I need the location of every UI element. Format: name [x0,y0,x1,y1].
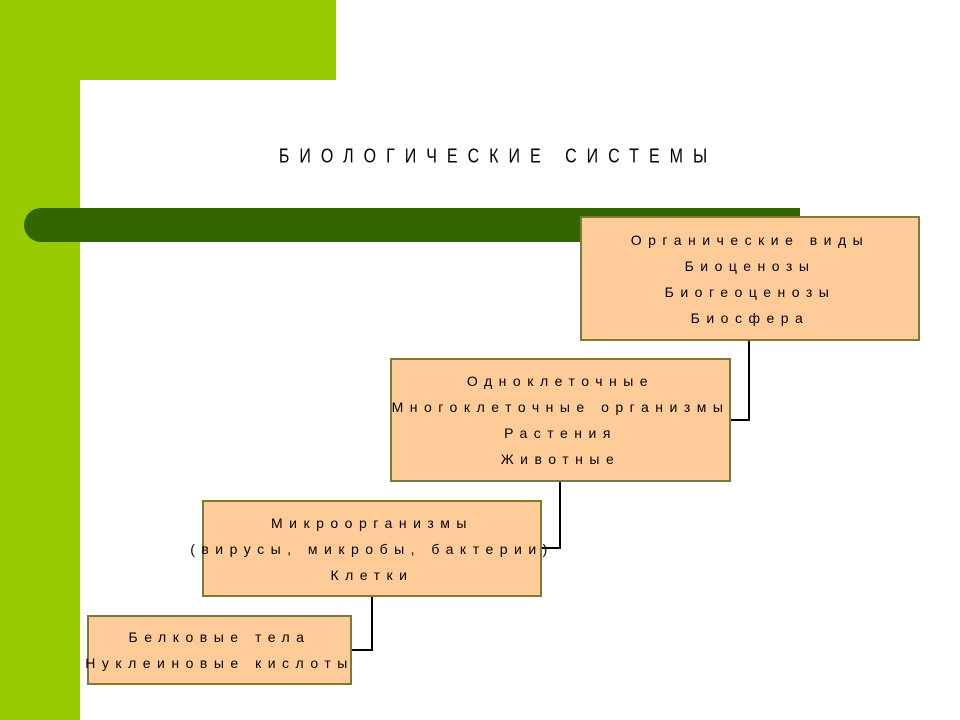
level-2-line: Одноклеточные [466,373,655,389]
level-3-line: Клетки [330,566,414,583]
background-accent-left [0,0,80,720]
level-1-line: Биоценозы [684,257,816,274]
level-1-line: Биосфера [690,309,810,326]
level-box-4: Белковые тела Нуклеиновые кислоты [85,615,354,685]
level-box-2: Одноклеточные Многоклеточные организмы Р… [390,358,731,482]
level-2-line: Многоклеточные организмы [391,399,730,415]
level-4-line: Белковые тела [128,629,311,645]
level-2-line: Животные [500,451,621,467]
level-2-line: Растения [504,425,617,441]
level-1-line: Органические виды [630,231,870,248]
level-box-3: Микроорганизмы (вирусы, микробы, бактери… [190,500,547,597]
level-1-line: Биогеоценозы [664,283,836,300]
level-3-line: Микроорганизмы [271,514,473,531]
background-accent-top [0,0,336,80]
diagram-title: БИОЛОГИЧЕСКИЕ СИСТЕМЫ [278,146,718,168]
level-box-1: Органические виды Биоценозы Биогеоценозы… [580,216,920,341]
level-3-line: (вирусы, микробы, бактерии) [190,540,554,557]
level-4-line: Нуклеиновые кислоты [85,655,354,671]
